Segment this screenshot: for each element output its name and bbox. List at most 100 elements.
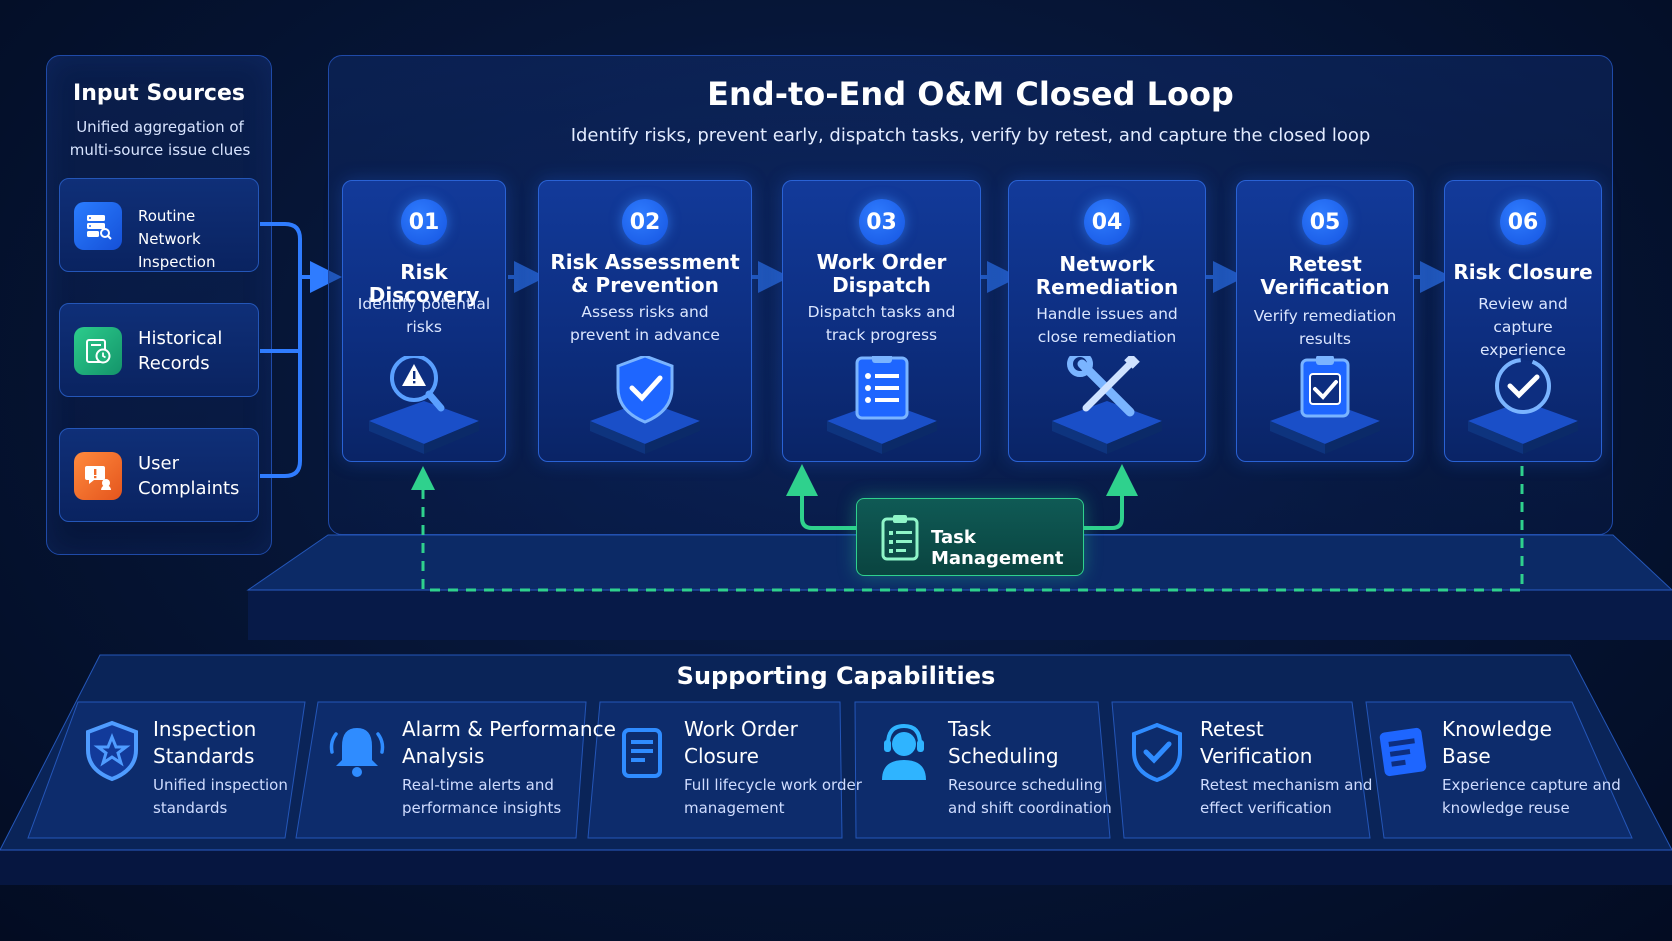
- capability-description-line2: management: [684, 799, 785, 817]
- input-sources-panel: Input Sources Unified aggregation of mul…: [46, 55, 272, 555]
- source-label-line1: Historical: [138, 328, 223, 349]
- input-sources-subtitle: Unified aggregation of multi-source issu…: [57, 116, 263, 162]
- capability-knowledge-base[interactable]: Knowledge Base: [1442, 716, 1552, 770]
- capability-label-line2: Base: [1442, 744, 1491, 768]
- book-icon: [1379, 727, 1427, 777]
- source-label-line1: User: [138, 453, 180, 474]
- capability-retest-verification[interactable]: Retest Verification: [1200, 716, 1312, 770]
- step-description: Handle issues and close remediation: [1015, 303, 1199, 349]
- step-description-line2: results: [1299, 330, 1351, 348]
- circular-check-icon: [1468, 358, 1578, 454]
- step-card-05[interactable]: 05 Retest Verification Verify remediatio…: [1236, 180, 1414, 462]
- capability-task-scheduling[interactable]: Task Scheduling: [948, 716, 1059, 770]
- step-number: 06: [1500, 199, 1546, 245]
- capability-description-line1: Experience capture and: [1442, 776, 1621, 794]
- task-management-label: Task Management: [931, 527, 1064, 569]
- source-label: User Complaints: [138, 451, 256, 501]
- task-to-dispatch-arrow: [786, 464, 856, 530]
- main-title: End-to-End O&M Closed Loop: [707, 75, 1234, 113]
- bell-alarm-icon: [329, 728, 385, 777]
- step-title: Network Remediation: [1013, 253, 1201, 299]
- capability-label-line2: Analysis: [402, 744, 485, 768]
- source-label-line2: Inspection: [138, 253, 216, 271]
- source-user-complaints[interactable]: User Complaints: [59, 428, 259, 522]
- wrench-screwdriver-icon: [1052, 356, 1162, 454]
- step-number: 03: [858, 199, 905, 245]
- step-description: Verify remediation results: [1243, 305, 1407, 351]
- step-number: 01: [401, 199, 447, 245]
- capability-label-line2: Standards: [153, 744, 255, 768]
- task-management-box[interactable]: Task Management: [856, 498, 1084, 576]
- step-card-03[interactable]: 03 Work Order Dispatch Dispatch tasks an…: [782, 180, 981, 462]
- capability-description-line2: and shift coordination: [948, 799, 1112, 817]
- source-historical-records[interactable]: Historical Records: [59, 303, 259, 397]
- step-description-line1: Identify potential: [357, 295, 491, 313]
- step-description-line2: capture experience: [1480, 318, 1566, 359]
- step-title: Risk Assessment & Prevention: [543, 251, 747, 297]
- capability-work-order-closure[interactable]: Work Order Closure: [684, 716, 798, 770]
- capability-label-line2: Scheduling: [948, 744, 1059, 768]
- step-description: Review and capture experience: [1451, 293, 1595, 362]
- capability-description-line2: effect verification: [1200, 799, 1332, 817]
- complaint-bubble-icon: [74, 452, 122, 500]
- step-number: 04: [1084, 199, 1130, 245]
- capability-description-line2: knowledge reuse: [1442, 799, 1570, 817]
- step-description-line2: prevent in advance: [570, 326, 720, 344]
- source-label: Historical Records: [138, 326, 256, 376]
- server-search-icon: [74, 202, 122, 250]
- source-label-line2: Records: [138, 353, 210, 374]
- step-number: 02: [622, 199, 668, 245]
- shield-check-icon: [590, 356, 700, 454]
- step-card-04[interactable]: 04 Network Remediation Handle issues and…: [1008, 180, 1206, 462]
- step-card-02[interactable]: 02 Risk Assessment & Prevention Assess r…: [538, 180, 752, 462]
- capability-description: Experience capture and knowledge reuse: [1442, 774, 1621, 820]
- shield-star-icon: [86, 720, 138, 782]
- capability-description-line2: performance insights: [402, 799, 562, 817]
- input-sources-title: Input Sources: [73, 81, 245, 106]
- capability-description: Real-time alerts and performance insight…: [402, 774, 561, 820]
- input-sources-subtitle-line2: multi-source issue clues: [69, 141, 251, 159]
- step-number: 05: [1302, 199, 1348, 245]
- clipboard-check-icon: [1270, 356, 1380, 454]
- step-description: Identify potential risks: [349, 293, 499, 339]
- capability-label-line1: Inspection: [153, 717, 257, 741]
- document-icon: [622, 728, 662, 778]
- input-bracket: [260, 222, 342, 478]
- step-title-line1: Retest: [1288, 252, 1362, 276]
- capability-description: Full lifecycle work order management: [684, 774, 862, 820]
- capability-label-line1: Work Order: [684, 717, 798, 741]
- step-title: Work Order Dispatch: [787, 251, 976, 297]
- step-title-line2: Remediation: [1035, 275, 1179, 299]
- capability-description-line1: Retest mechanism and: [1200, 776, 1373, 794]
- step-description: Assess risks and prevent in advance: [545, 301, 745, 347]
- step-description-line1: Verify remediation: [1253, 307, 1397, 325]
- source-routine-network-inspection[interactable]: Routine Network Inspection: [59, 178, 259, 272]
- step-description: Dispatch tasks and track progress: [789, 301, 974, 347]
- source-label-line2: Complaints: [138, 478, 240, 499]
- capability-description-line1: Real-time alerts and: [402, 776, 554, 794]
- step-card-01[interactable]: 01 Risk Discovery Identify potential ris…: [342, 180, 506, 462]
- step-title: Retest Verification: [1241, 253, 1409, 299]
- capability-alarm-performance-analysis[interactable]: Alarm & Performance Analysis: [402, 716, 616, 770]
- capability-label-line2: Closure: [684, 744, 759, 768]
- step-title: Risk Discovery: [368, 260, 480, 307]
- step-title-line1: Network: [1059, 252, 1155, 276]
- capability-inspection-standards[interactable]: Inspection Standards: [153, 716, 256, 770]
- capability-label-line1: Retest: [1200, 717, 1264, 741]
- capability-description-line1: Full lifecycle work order: [684, 776, 862, 794]
- capability-label-line1: Task: [948, 717, 992, 741]
- capability-description: Unified inspection standards: [153, 774, 288, 820]
- step-card-06[interactable]: 06 Risk Closure Review and capture exper…: [1444, 180, 1602, 462]
- capability-description: Resource scheduling and shift coordinati…: [948, 774, 1112, 820]
- step-title-line2: & Prevention: [571, 273, 719, 297]
- closure-feedback-dashed: [411, 466, 1524, 592]
- step-description-line1: Dispatch tasks and: [807, 303, 956, 321]
- step-description-line1: Assess risks and: [581, 303, 709, 321]
- task-clipboard-icon: [881, 515, 919, 561]
- headset-user-icon: [882, 723, 926, 780]
- history-clock-icon: [74, 327, 122, 375]
- source-label: Routine Network Inspection: [138, 205, 256, 274]
- capability-description: Retest mechanism and effect verification: [1200, 774, 1372, 820]
- step-description-line2: close remediation: [1037, 328, 1177, 346]
